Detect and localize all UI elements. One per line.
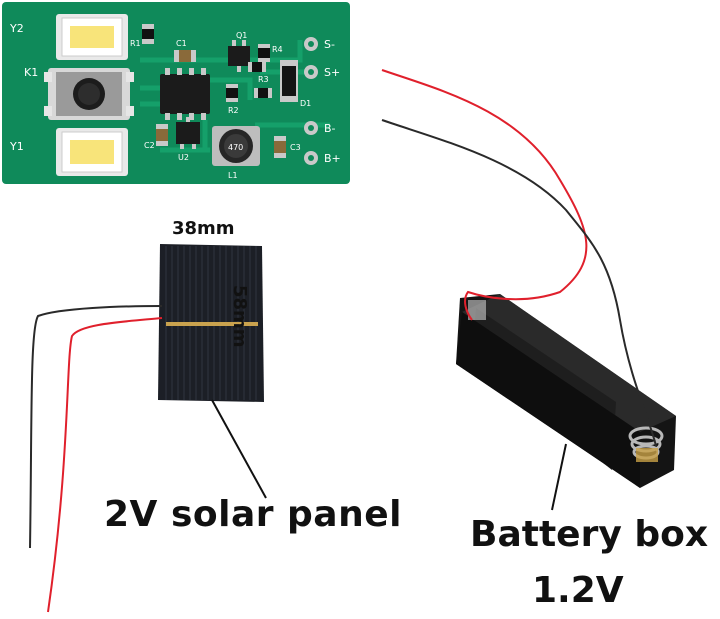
pcb-board: Y2 K1 Y1 R1 C1 Q1 R4 R3 R2 D1 C2 U2 L1 C…	[2, 2, 350, 184]
battery-box-caption: Battery box	[470, 514, 709, 555]
capacitor-c3	[274, 136, 286, 158]
resistor-r2	[226, 84, 272, 102]
solar-panel	[158, 244, 264, 402]
capacitor-c2	[156, 124, 168, 146]
label-b-plus: B+	[324, 152, 341, 165]
led-y2	[56, 14, 128, 60]
label-y1: Y1	[9, 140, 24, 153]
dimension-height: 58mm	[229, 285, 250, 348]
battery-wires	[381, 69, 657, 447]
battery-voltage-caption: 1.2V	[532, 570, 624, 611]
label-d1: D1	[300, 99, 311, 108]
solar-pointer-line	[211, 399, 267, 499]
push-button-k1	[44, 68, 134, 120]
label-r2: R2	[228, 106, 239, 115]
label-y2: Y2	[9, 22, 24, 35]
label-inductor-code: 470	[228, 143, 243, 152]
label-l1: L1	[228, 171, 238, 180]
transistor-q1	[228, 40, 250, 72]
label-r3: R3	[258, 75, 269, 84]
label-c1: C1	[176, 39, 187, 48]
label-k1: K1	[24, 66, 38, 79]
solar-panel-caption: 2V solar panel	[104, 494, 402, 535]
resistor-r3	[248, 62, 266, 72]
inductor-l1	[212, 126, 260, 166]
solar-panel-wires	[29, 305, 163, 613]
label-b-minus: B-	[324, 122, 336, 135]
label-u2: U2	[178, 153, 189, 162]
label-r1: R1	[130, 39, 141, 48]
label-c2: C2	[144, 141, 155, 150]
diode-d1	[280, 60, 298, 102]
resistor-r4	[258, 44, 270, 62]
resistor-r1	[142, 24, 154, 44]
solder-pads	[304, 37, 318, 165]
led-y1	[56, 128, 128, 176]
capacitor-c1	[174, 50, 196, 62]
ic-chip	[160, 68, 210, 120]
label-c3: C3	[290, 143, 301, 152]
battery-box	[456, 294, 676, 488]
label-s-plus: S+	[324, 66, 340, 79]
label-r4: R4	[272, 45, 283, 54]
battery-pointer-line	[551, 443, 567, 511]
label-q1: Q1	[236, 31, 247, 40]
label-s-minus: S-	[324, 38, 335, 51]
dimension-width: 38mm	[172, 218, 235, 239]
regulator-u2	[176, 117, 200, 149]
